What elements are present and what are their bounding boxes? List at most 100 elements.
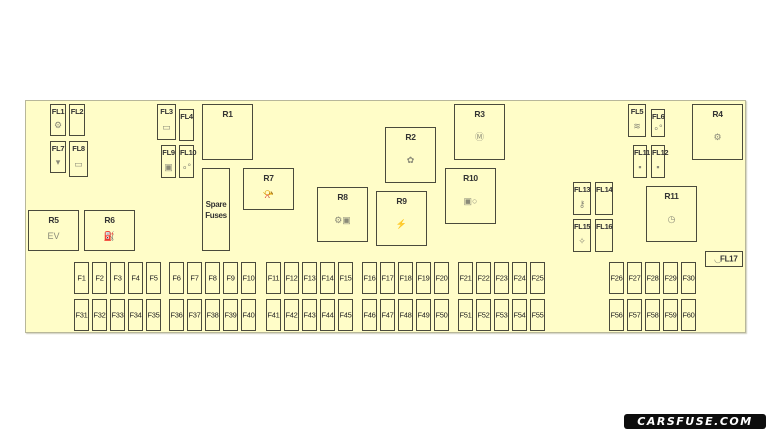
fuse-f9[interactable]: F9 [223,262,238,294]
fuse-f59[interactable]: F59 [663,299,678,331]
fuse-f30[interactable]: F30 [681,262,696,294]
fuse-f2[interactable]: F2 [92,262,107,294]
fuse-link-fl2[interactable]: FL2 [69,104,85,136]
relay-r1[interactable]: R1 [202,104,253,160]
relay-r8[interactable]: R8⚙▣ [317,187,368,242]
fuse-label: F12 [285,273,298,283]
fuse-f14[interactable]: F14 [320,262,335,294]
fuse-f41[interactable]: F41 [266,299,281,331]
fuse-f28[interactable]: F28 [645,262,660,294]
fuse-f52[interactable]: F52 [476,299,491,331]
fuse-f53[interactable]: F53 [494,299,509,331]
fuse-label: F7 [190,273,199,283]
fuse-f5[interactable]: F5 [146,262,161,294]
relay-r3-label: R3 [474,109,485,119]
fuse-link-fl12[interactable]: FL12▪ [651,145,669,178]
fuse-link-fl16[interactable]: FL16 [595,219,613,252]
fuse-f32[interactable]: F32 [92,299,107,331]
fuse-f22[interactable]: F22 [476,262,491,294]
fuse-f19[interactable]: F19 [416,262,431,294]
fuse-link-fl8[interactable]: FL8▭ [69,141,88,177]
fuse-f33[interactable]: F33 [110,299,125,331]
fuse-f47[interactable]: F47 [380,299,395,331]
relay-r11[interactable]: R11◷ [646,186,697,242]
fuse-f3[interactable]: F3 [110,262,125,294]
fuse-f11[interactable]: F11 [266,262,281,294]
fuse-f36[interactable]: F36 [169,299,184,331]
fuse-f8[interactable]: F8 [205,262,220,294]
fuse-f34[interactable]: F34 [128,299,143,331]
fuse-f1[interactable]: F1 [74,262,89,294]
fan-icon: ∘° [653,123,663,133]
relay-r10[interactable]: R10▣○ [445,168,496,224]
fuse-f4[interactable]: F4 [128,262,143,294]
fuse-f21[interactable]: F21 [458,262,473,294]
fuse-link-fl7[interactable]: FL7▾ [50,141,66,173]
fuse-link-fl5[interactable]: FL5≋ [628,104,646,137]
fuse-link-fl15[interactable]: FL15✧ [573,219,591,252]
relay-r6[interactable]: R6⛽ [84,210,135,251]
relay-r4[interactable]: R4⚙ [692,104,743,160]
fuse-f7[interactable]: F7 [187,262,202,294]
seat-heat-icon: ▣ [164,162,173,172]
fuse-f58[interactable]: F58 [645,299,660,331]
fuse-label: F27 [628,273,641,283]
fuse-link-fl9[interactable]: FL9▣ [161,145,176,178]
fuse-link-fl6[interactable]: FL6∘° [651,109,665,137]
fuse-f43[interactable]: F43 [302,299,317,331]
fuse-f48[interactable]: F48 [398,299,413,331]
fuse-label: F50 [435,310,448,320]
fuse-link-fl1[interactable]: FL1⚙ [50,104,66,136]
relay-r10-label: R10 [463,173,478,183]
fuse-f27[interactable]: F27 [627,262,642,294]
fuse-f50[interactable]: F50 [434,299,449,331]
fuse-f42[interactable]: F42 [284,299,299,331]
fuse-f35[interactable]: F35 [146,299,161,331]
fuse-f38[interactable]: F38 [205,299,220,331]
fuse-f16[interactable]: F16 [362,262,377,294]
fuse-f55[interactable]: F55 [530,299,545,331]
fuse-f10[interactable]: F10 [241,262,256,294]
fuse-f15[interactable]: F15 [338,262,353,294]
relay-r2[interactable]: R2✿ [385,127,436,183]
fuse-f23[interactable]: F23 [494,262,509,294]
fuse-link-fl7-label: FL7 [51,144,65,153]
fuse-link-fl17[interactable]: FL17◡ [705,251,743,267]
fuse-f56[interactable]: F56 [609,299,624,331]
fuse-f12[interactable]: F12 [284,262,299,294]
fuse-f37[interactable]: F37 [187,299,202,331]
fuse-f25[interactable]: F25 [530,262,545,294]
fuse-f18[interactable]: F18 [398,262,413,294]
fuse-f13[interactable]: F13 [302,262,317,294]
fuse-f17[interactable]: F17 [380,262,395,294]
spare-fuses-slot[interactable]: Spare Fuses [202,168,230,251]
fuse-f46[interactable]: F46 [362,299,377,331]
fuse-f60[interactable]: F60 [681,299,696,331]
fuse-link-fl14[interactable]: FL14 [595,182,613,215]
fuse-link-fl3[interactable]: FL3▭ [157,104,176,140]
fuse-f40[interactable]: F40 [241,299,256,331]
fuse-link-fl13[interactable]: FL13⚷ [573,182,591,215]
fuse-label: F56 [610,310,623,320]
fuse-f6[interactable]: F6 [169,262,184,294]
fuse-link-fl10[interactable]: FL10∘° [179,145,197,178]
fuse-f20[interactable]: F20 [434,262,449,294]
fuse-f31[interactable]: F31 [74,299,89,331]
fuse-link-fl11[interactable]: FL11▪ [633,145,650,178]
fuse-f49[interactable]: F49 [416,299,431,331]
fuse-link-fl4[interactable]: FL4 [179,109,194,141]
relay-r7[interactable]: R7📯 [243,168,294,210]
fuse-f54[interactable]: F54 [512,299,527,331]
fuse-f39[interactable]: F39 [223,299,238,331]
fuse-f44[interactable]: F44 [320,299,335,331]
fuse-f51[interactable]: F51 [458,299,473,331]
relay-r9[interactable]: R9⚡ [376,191,427,246]
fuse-f29[interactable]: F29 [663,262,678,294]
fuse-f26[interactable]: F26 [609,262,624,294]
fuse-f45[interactable]: F45 [338,299,353,331]
fuse-f57[interactable]: F57 [627,299,642,331]
fuse-label: F41 [267,310,280,320]
fuse-f24[interactable]: F24 [512,262,527,294]
